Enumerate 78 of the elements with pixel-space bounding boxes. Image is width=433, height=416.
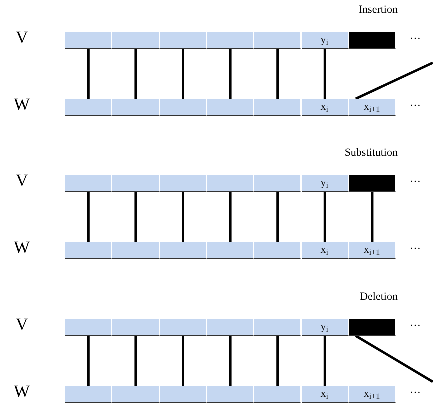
highlighted-cell <box>348 175 396 192</box>
alignment-line <box>324 336 326 386</box>
alignment-line <box>87 192 90 242</box>
sequence-cell <box>65 242 112 259</box>
sequence-cell <box>112 242 160 259</box>
sequence-cell <box>206 175 254 192</box>
sequence-cell <box>206 99 254 116</box>
sequence-cell <box>206 386 254 403</box>
sequence-cell <box>206 32 254 49</box>
sequence-cell <box>65 386 112 403</box>
alignment-line <box>276 192 280 242</box>
alignment-line <box>276 336 280 386</box>
sequence-cell <box>65 32 112 49</box>
operation-title: Substitution <box>344 148 398 159</box>
alignment-line <box>324 49 326 99</box>
sequence-cell <box>160 242 207 259</box>
alignment-line <box>87 336 90 386</box>
alignment-line <box>229 49 232 99</box>
alignment-line <box>324 192 326 242</box>
sequence-cell <box>65 99 112 116</box>
sequence-cell <box>254 32 302 49</box>
operation-title: Deletion <box>360 292 398 303</box>
row-label: W <box>14 383 30 400</box>
ellipsis: … <box>410 98 421 109</box>
row-label: W <box>14 239 30 256</box>
sequence-cell: x$_{i}$ <box>302 99 349 116</box>
sequence-cell: x$_{i+1}$ <box>348 242 396 259</box>
alignment-line <box>355 62 433 100</box>
row-label: V <box>16 172 28 189</box>
sequence-cell: y$_{i}$ <box>302 175 349 192</box>
ellipsis: … <box>410 174 421 185</box>
sequence-cell <box>254 175 302 192</box>
highlighted-cell <box>348 32 396 49</box>
sequence-cell <box>254 99 302 116</box>
sequence-cell <box>112 319 160 336</box>
alignment-line <box>355 334 433 384</box>
sequence-cell <box>160 386 207 403</box>
sequence-cell <box>160 32 207 49</box>
row-label: V <box>16 29 28 46</box>
sequence-cell <box>160 319 207 336</box>
sequence-cell <box>206 319 254 336</box>
highlighted-cell <box>348 319 396 336</box>
sequence-cell: y$_{i}$ <box>302 32 349 49</box>
operation-title: Insertion <box>358 5 398 16</box>
alignment-line <box>134 336 138 386</box>
sequence-cell <box>112 175 160 192</box>
alignment-line <box>229 192 232 242</box>
sequence-cell <box>254 386 302 403</box>
ellipsis: … <box>410 241 421 252</box>
sequence-cell <box>65 319 112 336</box>
alignment-line <box>134 192 138 242</box>
alignment-line <box>371 192 374 242</box>
sequence-cell <box>65 175 112 192</box>
sequence-cell <box>112 32 160 49</box>
alignment-line <box>276 49 280 99</box>
alignment-line <box>182 49 184 99</box>
sequence-cell: y$_{i}$ <box>302 319 349 336</box>
sequence-cell <box>112 99 160 116</box>
alignment-line <box>229 336 232 386</box>
sequence-cell <box>112 386 160 403</box>
row-label: W <box>14 96 30 113</box>
ellipsis: … <box>410 318 421 329</box>
alignment-line <box>182 192 184 242</box>
sequence-cell: x$_{i+1}$ <box>348 99 396 116</box>
ellipsis: … <box>410 31 421 42</box>
ellipsis: … <box>410 385 421 396</box>
sequence-cell: x$_{i}$ <box>302 242 349 259</box>
sequence-cell <box>160 99 207 116</box>
sequence-cell: x$_{i+1}$ <box>348 386 396 403</box>
sequence-cell <box>206 242 254 259</box>
sequence-cell: x$_{i}$ <box>302 386 349 403</box>
sequence-cell <box>160 175 207 192</box>
alignment-line <box>182 336 184 386</box>
sequence-cell <box>254 319 302 336</box>
sequence-cell <box>254 242 302 259</box>
alignment-line <box>87 49 90 99</box>
alignment-line <box>134 49 138 99</box>
row-label: V <box>16 316 28 333</box>
